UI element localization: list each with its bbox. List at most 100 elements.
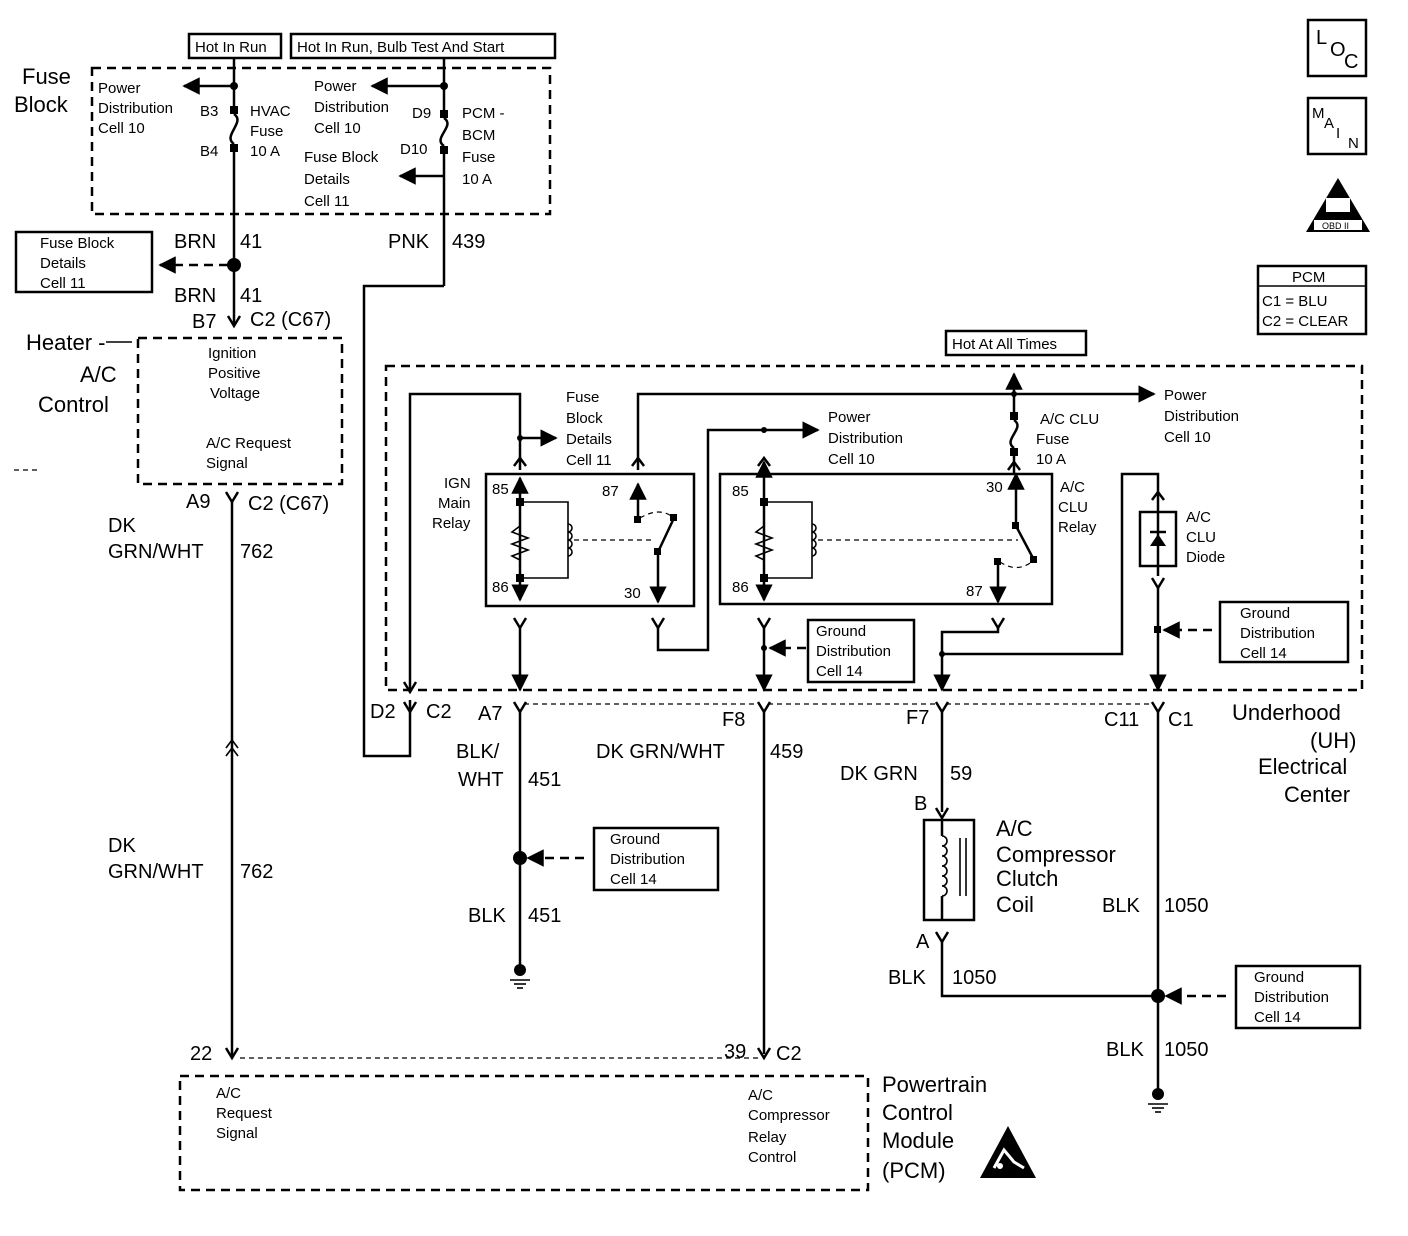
gd14-d-3: Cell 14 <box>1254 1009 1301 1026</box>
pin-b7: B7 <box>192 311 216 333</box>
svg-text:BCM: BCM <box>462 127 495 144</box>
ac-clu-fuse-wiring <box>1005 372 1156 474</box>
svg-text:A/C: A/C <box>1060 479 1085 496</box>
svg-text:Signal: Signal <box>216 1125 258 1142</box>
svg-text:85: 85 <box>492 481 509 498</box>
svg-text:F8: F8 <box>722 709 745 731</box>
svg-text:(PCM): (PCM) <box>882 1158 946 1183</box>
heater-title-3: Control <box>38 392 109 417</box>
svg-text:Cell 10: Cell 10 <box>828 451 875 468</box>
pin-39: 39 <box>724 1041 746 1063</box>
blk-wht-451-1: BLK/ <box>456 741 500 763</box>
svg-text:Fuse: Fuse <box>462 149 495 166</box>
gd14-a-2: Distribution <box>816 643 891 660</box>
heater-ac-control-title: Heater - <box>26 330 105 355</box>
svg-text:Relay: Relay <box>748 1129 787 1146</box>
ground-icon-451 <box>510 964 530 989</box>
ign-voltage-3: Voltage <box>210 385 260 402</box>
gd14-a-3: Cell 14 <box>816 663 863 680</box>
coil-internals <box>940 820 967 920</box>
obd-ii-icon: OBD II <box>1306 178 1370 232</box>
svg-text:10 A: 10 A <box>462 171 492 188</box>
svg-text:Power: Power <box>828 409 871 426</box>
svg-text:Center: Center <box>1284 782 1350 807</box>
ground-distribution-box-d <box>1234 964 1362 1030</box>
fuse-block-title-2: Block <box>14 92 69 117</box>
svg-text:30: 30 <box>624 585 641 602</box>
clu-relay-lower-wiring <box>755 472 1160 692</box>
svg-text:A/C: A/C <box>748 1087 773 1104</box>
svg-text:Details: Details <box>304 171 350 188</box>
dk-grn-wht-762-b3: 762 <box>240 861 273 883</box>
svg-text:Power: Power <box>98 80 141 97</box>
svg-text:M: M <box>1312 105 1325 122</box>
svg-text:IGN: IGN <box>444 475 471 492</box>
gd14-b-3: Cell 14 <box>1240 645 1287 662</box>
svg-text:Control: Control <box>882 1100 953 1125</box>
svg-text:C2 = CLEAR: C2 = CLEAR <box>1262 313 1348 330</box>
svg-text:OBD II: OBD II <box>1322 221 1349 231</box>
pin-a9: A9 <box>186 491 210 513</box>
dk-grn-wht-762-b: DK <box>108 835 136 857</box>
svg-text:Control: Control <box>748 1149 796 1166</box>
svg-text:Powertrain: Powertrain <box>882 1072 987 1097</box>
svg-text:HVAC: HVAC <box>250 103 291 120</box>
brn-41-label-a: BRN <box>174 231 216 253</box>
ac-clu-relay <box>718 472 1054 606</box>
fbd-box-line-2: Details <box>40 255 86 272</box>
pin-a: A <box>916 931 930 953</box>
svg-text:C1: C1 <box>1168 709 1194 731</box>
ac-clu-diode-label: A/C CLU Diode <box>1186 509 1225 566</box>
esd-warning-icon <box>980 1126 1036 1178</box>
ign-voltage-1: Ignition <box>208 345 256 362</box>
gd14-c-3: Cell 14 <box>610 871 657 888</box>
pcm-boundary <box>178 1074 870 1192</box>
svg-text:Cell 11: Cell 11 <box>566 452 612 469</box>
svg-text:I: I <box>1336 125 1340 142</box>
svg-text:A: A <box>1324 115 1334 132</box>
blk-1050-b-1: BLK <box>1102 895 1140 917</box>
blk-1050-c-1: BLK <box>1106 1039 1144 1061</box>
splice-1050 <box>1151 989 1165 1003</box>
blk-wht-451-2: WHT <box>458 769 504 791</box>
connector-c2-pcm: C2 <box>776 1043 802 1065</box>
svg-text:C1 = BLU: C1 = BLU <box>1262 293 1327 310</box>
blk-451-1: BLK <box>468 905 506 927</box>
blk-wht-451-3: 451 <box>528 769 561 791</box>
svg-text:O: O <box>1330 39 1346 61</box>
svg-text:PCM: PCM <box>1292 269 1325 286</box>
gd14-b-1: Ground <box>1240 605 1290 622</box>
brn-41-num-a: 41 <box>240 231 262 253</box>
hot-in-run-label: Hot In Run <box>195 39 267 56</box>
power-distribution-10-a: Power Distribution Cell 10 <box>828 409 903 468</box>
blk-1050-a-2: 1050 <box>952 967 997 989</box>
svg-text:86: 86 <box>492 579 509 596</box>
blk-1050-b-2: 1050 <box>1164 895 1209 917</box>
pcm-title: Powertrain Control Module (PCM) <box>882 1072 987 1183</box>
fuse-block-left-text: Power Distribution Cell 10 B3 B4 HVAC Fu… <box>98 80 291 160</box>
fuse-block-title: Fuse <box>22 64 71 89</box>
svg-text:Cell 10: Cell 10 <box>1164 429 1211 446</box>
gd14-d-1: Ground <box>1254 969 1304 986</box>
pcm-connector-key: PCM C1 = BLU C2 = CLEAR <box>1256 264 1368 336</box>
hot-at-all-times-label: Hot At All Times <box>952 336 1057 353</box>
svg-text:A/C: A/C <box>996 816 1033 841</box>
fbd-box-line-1: Fuse Block <box>40 235 115 252</box>
svg-text:Diode: Diode <box>1186 549 1225 566</box>
heater-title-2: A/C <box>80 362 117 387</box>
svg-text:Distribution: Distribution <box>314 99 389 116</box>
hot-in-run-bulb-box <box>289 32 557 60</box>
dk-grn-59-1: DK GRN <box>840 763 918 785</box>
svg-text:A7: A7 <box>478 703 502 725</box>
ign-main-relay-label: IGN Main Relay <box>432 475 471 532</box>
fuse-block-details-box <box>14 230 154 294</box>
svg-text:Compressor: Compressor <box>996 842 1116 867</box>
pin-b: B <box>914 793 927 815</box>
svg-text:A/C: A/C <box>1186 509 1211 526</box>
fbd-box-line-3: Cell 11 <box>40 275 86 292</box>
fuse-block-boundary <box>90 66 552 216</box>
svg-text:Relay: Relay <box>432 515 471 532</box>
svg-text:A/C: A/C <box>216 1085 241 1102</box>
fuse-block-right-text: Power Distribution Cell 10 D9 D10 PCM - … <box>304 78 505 210</box>
